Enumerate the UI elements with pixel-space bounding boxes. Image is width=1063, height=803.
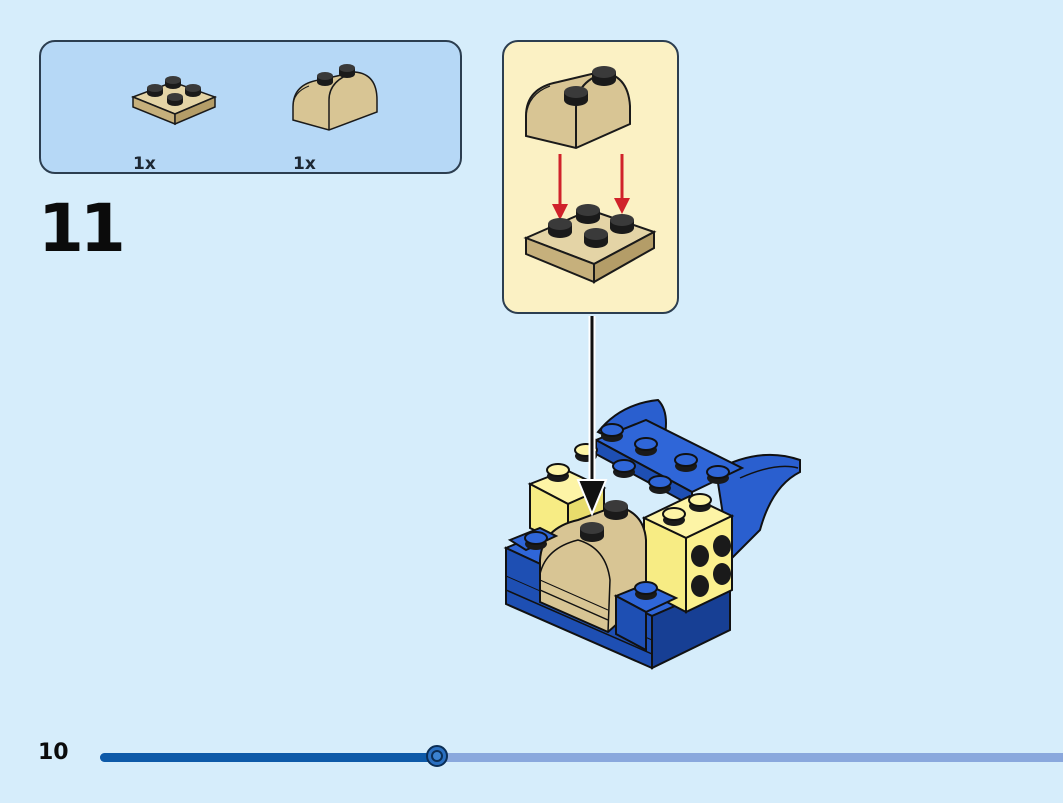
progress-bar-fill — [100, 753, 437, 762]
studs-top — [564, 66, 616, 106]
progress-bar-knob — [426, 745, 448, 767]
part-tan-curved-slope: 1x — [289, 62, 389, 174]
part-quantity: 1x — [293, 154, 316, 174]
part-tan-plate: 1x — [129, 62, 229, 174]
sub-assembly-diagram — [523, 66, 657, 284]
tan-curved-slope-icon — [292, 64, 378, 131]
tan-plate-icon — [130, 76, 218, 126]
top-studs — [524, 423, 730, 600]
step-number: 11 — [38, 190, 126, 267]
placement-arrow-icon — [576, 316, 608, 517]
sub-assembly-callout — [502, 40, 679, 314]
red-arrow-icon — [552, 154, 630, 220]
page-number: 10 — [38, 740, 69, 765]
parts-list-panel: 1x 1x — [39, 40, 462, 174]
progress-bar — [100, 745, 1063, 767]
side-studs — [691, 535, 731, 597]
studs-plate — [548, 204, 634, 248]
part-quantity: 1x — [133, 154, 156, 174]
